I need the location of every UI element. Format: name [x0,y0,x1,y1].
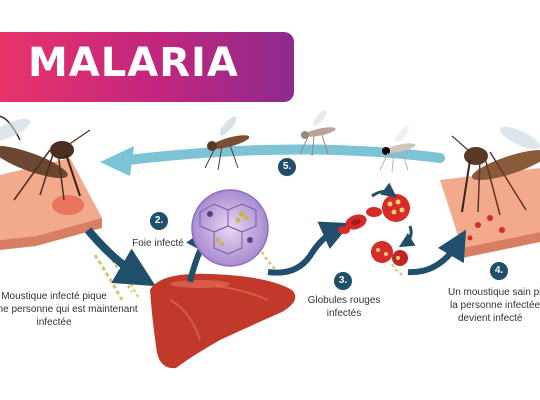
step-number-5: 5. [278,158,296,176]
step-4-label-line-3: devient infecté [458,313,523,324]
arrow-blood-cycle-2 [398,225,416,248]
step-number-4: 4. [490,262,508,280]
step-2-label: Foie infecté [126,237,190,250]
step-1-label-line-3: infectée [36,317,72,328]
mosquito-right-icon [451,126,540,216]
infected-blood-cell-bottom-icon [371,241,408,277]
step-1-label: Moustique infecté pique une personne qui… [0,290,138,329]
mosquito-small-1-icon [204,116,250,171]
page-title: MALARIA [28,40,239,86]
step-1-label-line-2: une personne qui est maintenant [0,304,138,315]
skin-patch-left-icon [0,158,102,250]
arrow-cells-to-blood [267,221,351,276]
step-4-label-line-2: la personne infectée [450,300,540,311]
step-3-label: Globules rouges infectés [296,294,392,320]
liver-icon [150,273,296,369]
red-blood-cell-icon [338,207,382,234]
step-4-label: Un moustique sain pique la personne infe… [440,286,540,325]
mosquito-small-2-icon [299,110,336,157]
liver-cell-icon [191,189,269,267]
step-number-3: 3. [334,272,352,290]
step-number-2: 2. [150,212,168,230]
step-4-label-line-1: Un moustique sain pique [448,287,540,298]
mosquito-small-3-icon [379,126,416,173]
step-3-label-line-2: infectés [326,308,362,319]
infected-blood-cell-top-icon [382,194,410,222]
arrow-skin-to-liver [84,227,156,287]
step-1-label-line-1: Moustique infecté pique [1,291,107,302]
title-banner [0,32,294,102]
parasite-trail-cells [260,251,277,271]
step-3-label-line-1: Globules rouges [307,295,381,306]
arrow-blood-to-skin [407,229,467,276]
arrow-blood-cycle-1 [371,182,397,198]
step-2-label-line-1: Foie infecté [132,238,184,249]
mosquito-left-icon [0,115,91,201]
